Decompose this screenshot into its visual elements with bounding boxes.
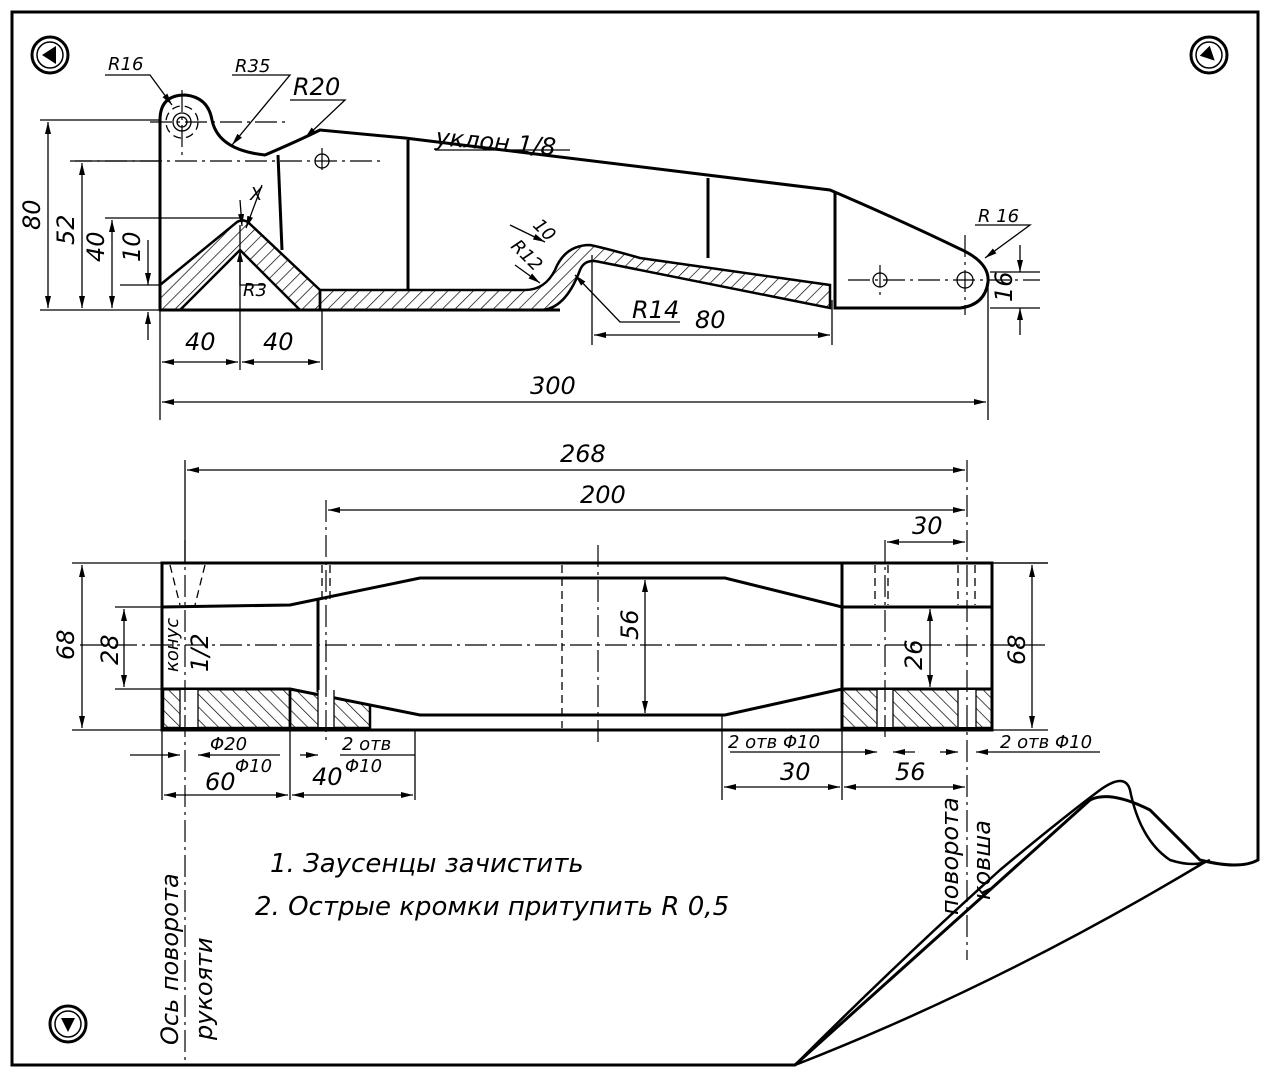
pivot-hole-left bbox=[150, 90, 290, 160]
dim-40-right: 40 bbox=[263, 328, 294, 356]
dim-30-top: 30 bbox=[912, 512, 943, 540]
dim-80-horizontal: 80 bbox=[695, 306, 726, 334]
corner-marker-bottom-left bbox=[48, 1004, 88, 1044]
dim-28: 28 bbox=[96, 634, 124, 665]
bottom-view: 268 200 30 68 28 конус 1/2 56 26 68 Φ20 … bbox=[52, 440, 1100, 1060]
label-x: X bbox=[249, 184, 263, 205]
dim-68-left: 68 bbox=[52, 629, 80, 660]
label-r14: R14 bbox=[632, 296, 679, 324]
label-r3: R3 bbox=[243, 280, 267, 301]
dim-268: 268 bbox=[560, 440, 606, 468]
handle-axis-label-line2: рукояти bbox=[190, 937, 218, 1041]
dim-30-bottom: 30 bbox=[780, 758, 811, 786]
bucket-axis-label-line1: поворота bbox=[936, 797, 964, 915]
label-r12: R12 bbox=[506, 236, 546, 276]
dim-40-left: 40 bbox=[185, 328, 216, 356]
label-r16-right: R 16 bbox=[978, 206, 1019, 227]
dim-d20: Φ20 bbox=[210, 734, 247, 755]
label-r35: R35 bbox=[235, 56, 270, 77]
dim-26: 26 bbox=[900, 639, 928, 670]
dim-holes-mid: 2 отв Φ10 bbox=[728, 732, 820, 753]
cone-label: конус bbox=[162, 618, 183, 672]
dim-d10-b: Φ10 bbox=[345, 756, 382, 777]
note-1: 1. Заусенцы зачистить bbox=[270, 849, 584, 879]
corner-marker-top-right bbox=[1189, 35, 1229, 75]
note-2: 2. Острые кромки притупить R 0,5 bbox=[255, 892, 729, 922]
dim-d10-a: Φ10 bbox=[235, 756, 272, 777]
dim-80-vertical: 80 bbox=[18, 199, 46, 230]
dim-40: 40 bbox=[312, 763, 343, 791]
dim-52-vertical: 52 bbox=[52, 214, 80, 245]
label-r10: 10 bbox=[528, 215, 559, 246]
dim-holes-right: 2 отв Φ10 bbox=[1000, 732, 1092, 753]
dim-16-vertical: 16 bbox=[990, 271, 1018, 302]
bottom-plate-section bbox=[318, 243, 832, 312]
dim-40-vertical: 40 bbox=[82, 231, 110, 262]
top-view: R16 R35 R20 X R3 10 R12 R14 R 16 уклон 1… bbox=[18, 54, 1040, 420]
dim-60: 60 bbox=[205, 768, 236, 796]
dim-68-right: 68 bbox=[1003, 634, 1031, 665]
dim-200: 200 bbox=[580, 481, 626, 509]
label-r20: R20 bbox=[293, 73, 340, 101]
slope-label: уклон 1/8 bbox=[433, 123, 557, 161]
cone-ratio: 1/2 bbox=[186, 633, 214, 672]
hole-right-small bbox=[848, 265, 1040, 295]
handle-axis-label-line1: Ось поворота bbox=[156, 873, 184, 1045]
label-r16-top: R16 bbox=[108, 54, 143, 75]
dim-56-bottom: 56 bbox=[895, 758, 926, 786]
sheet-border bbox=[10, 10, 1260, 1067]
hole-right-pivot bbox=[956, 235, 974, 315]
dim-10-vertical: 10 bbox=[118, 231, 146, 262]
bucket-axis-label-line2: ковша bbox=[968, 820, 996, 900]
dim-300: 300 bbox=[530, 372, 576, 400]
corner-marker-top-left bbox=[30, 35, 70, 75]
dim-holes-left: 2 отв bbox=[342, 734, 391, 755]
dim-56-vertical: 56 bbox=[616, 609, 644, 640]
